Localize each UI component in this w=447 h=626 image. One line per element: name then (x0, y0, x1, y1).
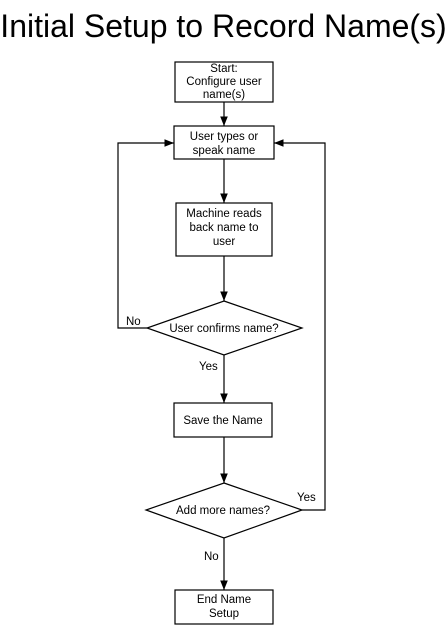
edge-label-add-more-no: No (204, 551, 219, 563)
node-add-more-label: Add more names? (176, 505, 270, 517)
edge-confirm-no-loop (117, 139, 174, 329)
node-start: Start: Configure user name(s) (174, 61, 274, 103)
node-end-line-2: Setup (209, 608, 239, 620)
edge-addmore-yes-loop (274, 139, 326, 511)
diagram-title: Initial Setup to Record Name(s) (0, 8, 447, 44)
node-user-types-line-1: User types or (190, 131, 259, 143)
node-machine-reads-line-1: Machine reads (186, 208, 262, 220)
node-end-line-1: End Name (197, 594, 251, 606)
node-machine-reads-line-3: user (213, 236, 236, 248)
node-start-line-2: Configure user (186, 76, 262, 88)
edge-label-confirm-yes: Yes (199, 361, 218, 373)
node-start-line-3: name(s) (203, 89, 245, 101)
node-confirm-decision: User confirms name? (145, 300, 304, 356)
node-save-label: Save the Name (183, 415, 262, 427)
edge-label-add-more-yes: Yes (297, 492, 316, 504)
node-save-name: Save the Name (173, 402, 273, 438)
node-machine-reads: Machine reads back name to user (175, 202, 273, 257)
node-user-types-line-2: speak name (193, 145, 256, 157)
node-machine-reads-line-2: back name to (189, 222, 258, 234)
edge-label-confirm-no: No (126, 316, 141, 328)
node-user-types: User types or speak name (173, 125, 275, 160)
node-start-line-1: Start: (210, 63, 237, 75)
node-confirm-label: User confirms name? (169, 323, 278, 335)
node-end: End Name Setup (174, 589, 274, 625)
node-add-more-decision: Add more names? (144, 482, 304, 539)
